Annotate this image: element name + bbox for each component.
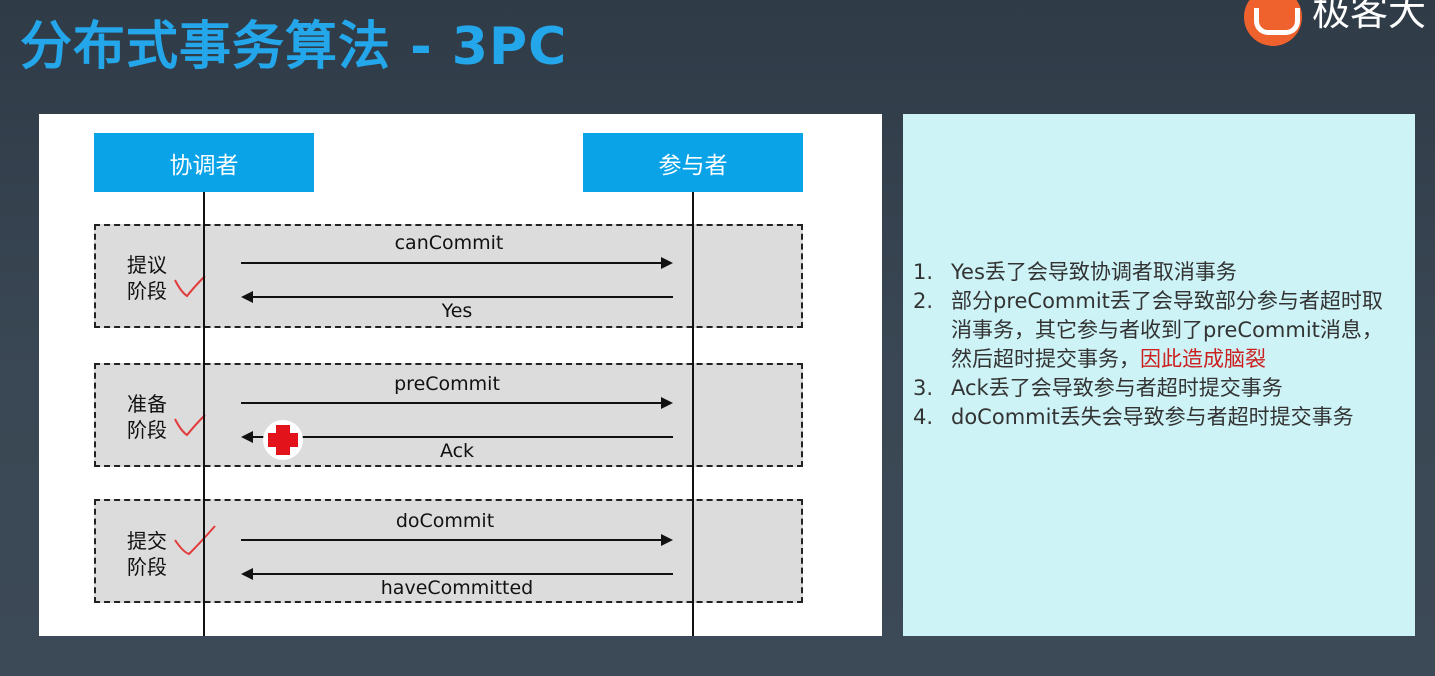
phase-label-commit: 提交 阶段 — [127, 528, 177, 580]
phase-label-line: 阶段 — [127, 555, 167, 579]
check-mark-icon — [174, 275, 206, 298]
message-request-label: canCommit — [394, 232, 504, 254]
notes-panel: 1. Yes丢了会导致协调者取消事务 2. 部分preCommit丢了会导致部分参与… — [903, 114, 1415, 636]
message-response-label: haveCommitted — [380, 577, 534, 599]
list-number: 4. — [913, 405, 934, 429]
list-item: 3. Ack丢了会导致参与者超时提交事务 — [913, 374, 1401, 403]
response-arrow — [241, 431, 673, 443]
list-item: 4. doCommit丢失会导致参与者超时提交事务 — [913, 403, 1401, 432]
list-number: 2. — [913, 289, 934, 313]
coordinator-box: 协调者 — [94, 133, 314, 192]
list-number: 3. — [913, 376, 934, 400]
phase-box-prepare — [94, 363, 803, 467]
message-request-label: doCommit — [395, 510, 495, 532]
note-text: 部分preCommit丢了会导致部分参与者超时取消事务，其它参与者收到了preC… — [951, 289, 1383, 371]
logo-icon — [1244, 0, 1302, 46]
phase-box-commit — [94, 499, 803, 603]
phase-label-line: 提交 — [127, 529, 167, 553]
request-arrow — [241, 397, 673, 409]
participant-box: 参与者 — [583, 133, 803, 192]
message-response-label: Ack — [439, 440, 475, 462]
message-request-label: preCommit — [394, 373, 500, 395]
message-lost-icon — [263, 420, 303, 460]
phase-box-propose — [94, 224, 803, 328]
note-highlight: 因此造成脑裂 — [1140, 347, 1266, 371]
note-text: Ack丢了会导致参与者超时提交事务 — [951, 376, 1283, 400]
phase-label-propose: 提议 阶段 — [127, 252, 177, 304]
failure-notes-list: 1. Yes丢了会导致协调者取消事务 2. 部分preCommit丢了会导致部分参与… — [913, 258, 1401, 432]
coordinator-lifeline — [203, 192, 205, 636]
list-item: 1. Yes丢了会导致协调者取消事务 — [913, 258, 1401, 287]
participant-lifeline — [692, 192, 694, 636]
check-mark-icon — [174, 414, 206, 437]
phase-label-line: 提议 — [127, 253, 167, 277]
request-arrow — [241, 534, 673, 546]
note-text: doCommit丢失会导致参与者超时提交事务 — [951, 405, 1354, 429]
response-arrow — [241, 291, 673, 303]
response-arrow — [241, 568, 673, 580]
message-response-label: Yes — [441, 300, 473, 322]
phase-label-prepare: 准备 阶段 — [127, 391, 177, 443]
note-text: Yes丢了会导致协调者取消事务 — [951, 260, 1237, 284]
check-mark-icon — [174, 525, 216, 556]
list-item: 2. 部分preCommit丢了会导致部分参与者超时取消事务，其它参与者收到了pr… — [913, 287, 1401, 374]
phase-label-line: 准备 — [127, 392, 167, 416]
sequence-diagram: 协调者 参与者 提议 阶段 canCommit Yes 准备 阶段 preCom… — [39, 114, 882, 636]
logo-text: 极客大 — [1312, 0, 1427, 34]
phase-label-line: 阶段 — [127, 279, 167, 303]
slide-title: 分布式事务算法 - 3PC — [20, 17, 568, 77]
phase-label-line: 阶段 — [127, 418, 167, 442]
request-arrow — [241, 257, 673, 269]
list-number: 1. — [913, 260, 934, 284]
